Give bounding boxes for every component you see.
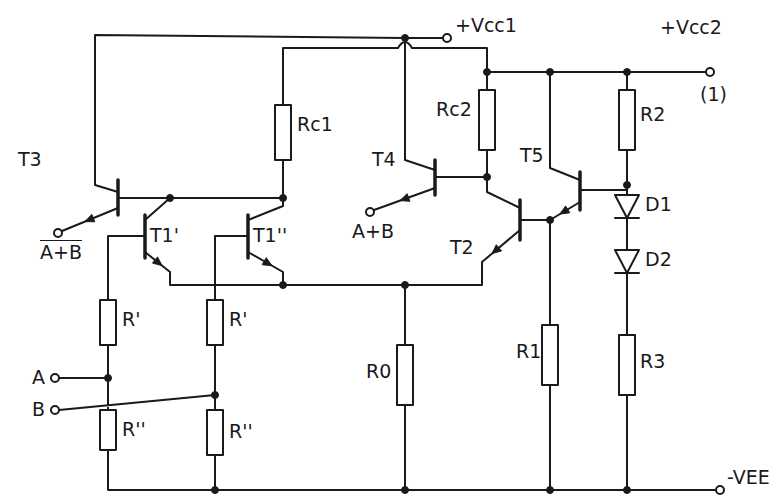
circuit-label: +Vcc1 [455,16,517,35]
terminal [366,208,374,216]
circuit-label: T1'' [253,226,287,245]
terminal [443,34,451,42]
junction-dot [280,195,287,202]
circuit-label: R'' [122,420,146,439]
junction-dot [624,69,631,76]
circuit-label: B [32,400,45,419]
junction-dot [624,487,631,494]
circuit-label: T4 [372,150,396,169]
circuit-label: A+B [352,222,394,241]
resistor-symbol [100,300,116,345]
diode-symbol [615,195,639,218]
junction-dot [624,182,631,189]
resistor-symbol [207,300,223,345]
emitter-arrow [153,257,163,266]
circuit-label: -VEE [727,468,770,487]
circuit-label: A+B [40,243,82,262]
resistor-symbol [275,105,291,160]
junction-dot [212,487,219,494]
diode-symbol [615,250,639,273]
junction-dot [402,282,409,289]
circuit-label: T3 [18,150,42,169]
circuit-label: Rc2 [436,100,472,119]
emitter-arrow [492,245,502,254]
resistor-symbol [397,345,413,405]
junction-dot [484,174,491,181]
resistor-symbol [619,90,635,150]
resistor-symbol [207,410,223,455]
junction-dot [280,282,287,289]
junction-dot [402,487,409,494]
junction-dot [402,35,409,42]
terminal [51,374,59,382]
circuit-label: T1' [150,226,179,245]
resistor-symbol [479,90,495,150]
circuit-label: R1 [516,342,541,361]
circuit-label: R2 [640,105,665,124]
circuit-label: +Vcc2 [660,18,722,37]
emitter-arrow [262,258,272,266]
circuit-label: (1) [700,85,727,104]
emitter-arrow [560,206,570,214]
terminal [54,229,62,237]
junction-dot [484,69,491,76]
junction-dot [167,195,174,202]
wire [59,35,716,490]
resistor-symbol [100,410,116,450]
junction-dot [547,217,554,224]
circuit-label: R'' [229,422,253,441]
junction-dot [105,375,112,382]
emitter-arrow [85,214,95,221]
transistor-base-bar [118,160,580,258]
terminal [51,406,59,414]
emitter-arrow [400,194,410,202]
circuit-label: D2 [645,250,672,269]
resistor-symbol [619,335,635,395]
junction-dot [547,69,554,76]
terminal [716,486,724,494]
resistor-symbol [542,325,558,385]
circuit-label: D1 [645,195,672,214]
circuit-label: T5 [520,146,544,165]
circuit-label: Rc1 [297,115,333,134]
circuit-label: T2 [450,238,474,257]
terminal [706,68,714,76]
circuit-label: R3 [640,352,665,371]
circuit-label: R' [229,310,247,329]
circuit-label: R' [122,310,140,329]
circuit-label: R0 [366,362,391,381]
junction-dot [212,392,219,399]
junction-dot [547,487,554,494]
circuit-label: A [32,368,45,387]
